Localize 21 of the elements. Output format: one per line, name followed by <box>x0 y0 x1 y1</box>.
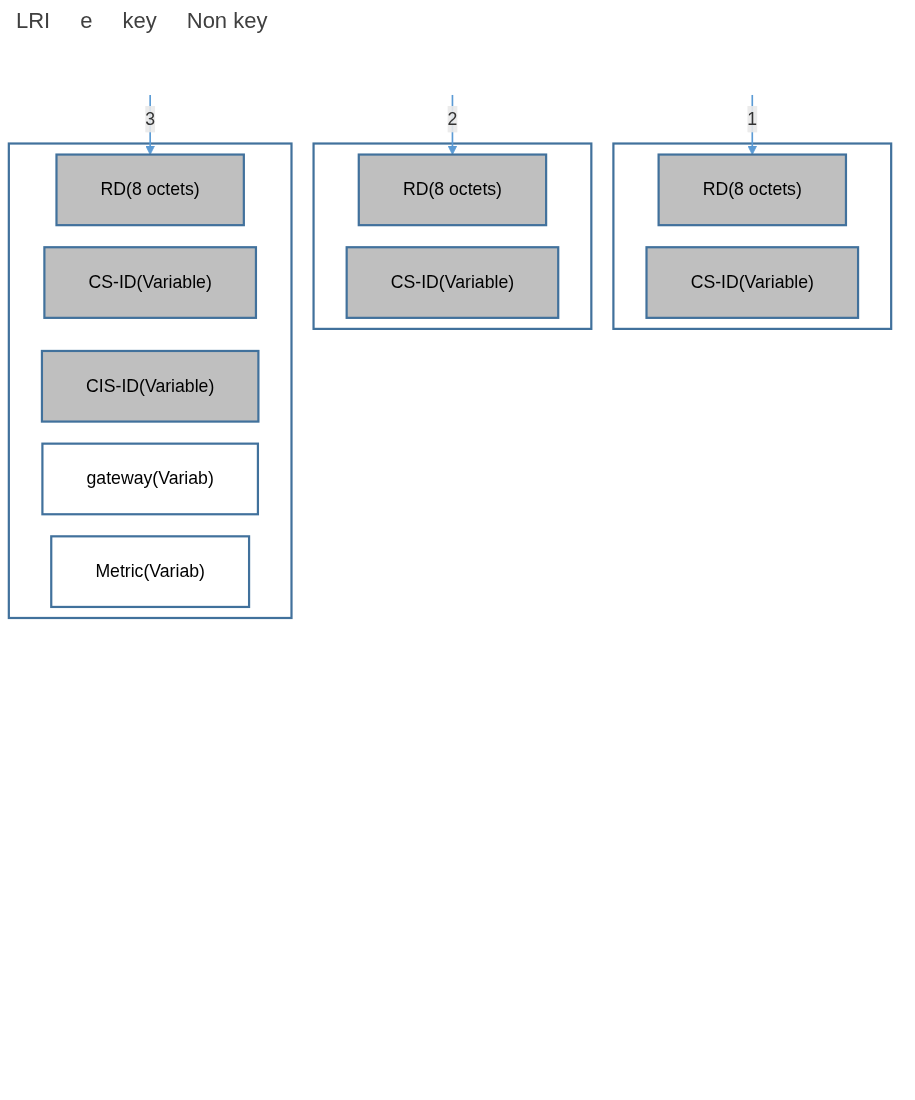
node-box: CS-ID(Variable) <box>345 246 560 319</box>
edge-label: 3 <box>145 109 156 129</box>
node-box: CS-ID(Variable) <box>645 246 860 319</box>
note-label: LRI <box>16 8 51 34</box>
cluster <box>312 142 593 330</box>
arrow <box>447 94 458 155</box>
node-box: RD(8 octets) <box>55 153 245 227</box>
note-label: e <box>80 8 93 34</box>
node-box: gateway(Variab) <box>41 442 260 516</box>
node-box: CIS-ID(Variable) <box>40 349 260 423</box>
edge-label: 1 <box>747 109 758 129</box>
cluster <box>612 142 893 330</box>
edge-label: 2 <box>447 109 458 129</box>
node-box: Metric(Variab) <box>50 535 251 609</box>
arrow <box>747 94 758 155</box>
cluster <box>7 142 293 620</box>
node-box: RD(8 octets) <box>657 153 848 227</box>
note-label: key <box>122 8 157 34</box>
node-box: CS-ID(Variable) <box>43 246 258 319</box>
node-box: RD(8 octets) <box>357 153 548 227</box>
note-label: Non key <box>186 8 268 34</box>
